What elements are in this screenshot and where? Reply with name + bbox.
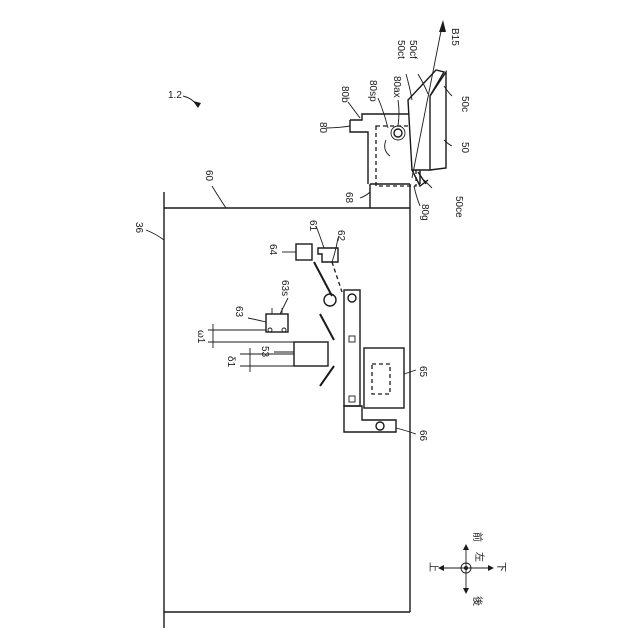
label-50c: 50c [459, 96, 470, 112]
leader-50c [444, 86, 452, 96]
leader-68 [360, 192, 370, 198]
label-64: 64 [267, 244, 278, 256]
sensor-63 [266, 314, 288, 332]
compass-label-rear: 後 [471, 596, 484, 606]
label-60: 60 [203, 170, 214, 182]
label-65: 65 [417, 366, 428, 378]
component-64 [296, 244, 312, 260]
housing-60 [164, 192, 410, 628]
label-50cf: 50cf [407, 40, 418, 59]
support-68 [370, 184, 410, 208]
leader-60 [212, 186, 226, 208]
label-80g: 80g [419, 204, 430, 221]
compass-arrow-down [488, 565, 494, 571]
b15-arrowhead [439, 20, 446, 32]
leader-63s [280, 298, 288, 314]
arm-plate-lower [320, 366, 334, 386]
base-plate-66 [344, 406, 396, 432]
compass-arrow-front [463, 544, 469, 550]
arm-plate-upper [320, 314, 334, 340]
figure-reference: 1.2 [168, 90, 201, 108]
leader-36 [146, 230, 164, 240]
pivot-80ax-inner [394, 129, 402, 137]
label-80sp: 80sp [367, 80, 378, 102]
direction-compass: 前 左 下 上 後 [427, 532, 506, 606]
figure-ref-arrowhead [193, 101, 201, 108]
compass-arrow-rear [463, 588, 469, 594]
link-62-upper [314, 262, 332, 296]
label-63: 63 [233, 306, 244, 318]
leader-50ct [406, 74, 412, 100]
pivot-dashed-arc [385, 140, 390, 156]
display-front-panel [408, 70, 444, 170]
label-53: 53 [259, 346, 270, 358]
actuator-53 [294, 342, 328, 366]
label-66: 66 [417, 430, 428, 442]
compass-label-down: 下 [495, 562, 506, 572]
link-62-pivot [324, 294, 336, 306]
label-b15: B15 [449, 28, 460, 46]
leader-80 [326, 126, 350, 128]
leader-50 [444, 140, 452, 146]
compass-center-dot [464, 566, 468, 570]
vertical-arm [344, 290, 360, 406]
label-80b: 80b [339, 86, 350, 103]
label-80: 80 [317, 122, 328, 134]
compass-label-up: 上 [427, 562, 439, 572]
label-61: 61 [307, 220, 318, 232]
label-omega1: ω1 [195, 330, 206, 344]
leader-80b [348, 102, 360, 118]
motor-65 [364, 348, 404, 408]
internal-mechanism [266, 244, 404, 432]
base-plate-pivot [376, 422, 384, 430]
label-50ce: 50ce [453, 196, 464, 218]
label-delta1: δ1 [225, 356, 236, 368]
compass-label-front: 前 [471, 532, 484, 542]
label-50ct: 50ct [395, 40, 406, 59]
leader-62 [332, 238, 338, 262]
leader-80g [414, 186, 420, 206]
compass-label-left: 左 [473, 552, 486, 562]
label-80ax: 80ax [391, 76, 402, 98]
label-36: 36 [133, 222, 144, 234]
leader-80sp [378, 98, 388, 128]
display-lower-edge [418, 172, 426, 184]
link-62-dashed [332, 262, 342, 292]
leader-80ax [398, 100, 399, 126]
leader-63 [248, 318, 266, 322]
lever-61 [318, 248, 338, 262]
leader-66 [396, 428, 416, 434]
label-68: 68 [343, 192, 354, 204]
figure-ref-label: 1.2 [168, 90, 182, 101]
label-50: 50 [459, 142, 470, 154]
label-62: 62 [335, 230, 346, 242]
pivot-80ax-outer [391, 126, 405, 140]
label-63s: 63s [279, 280, 290, 296]
